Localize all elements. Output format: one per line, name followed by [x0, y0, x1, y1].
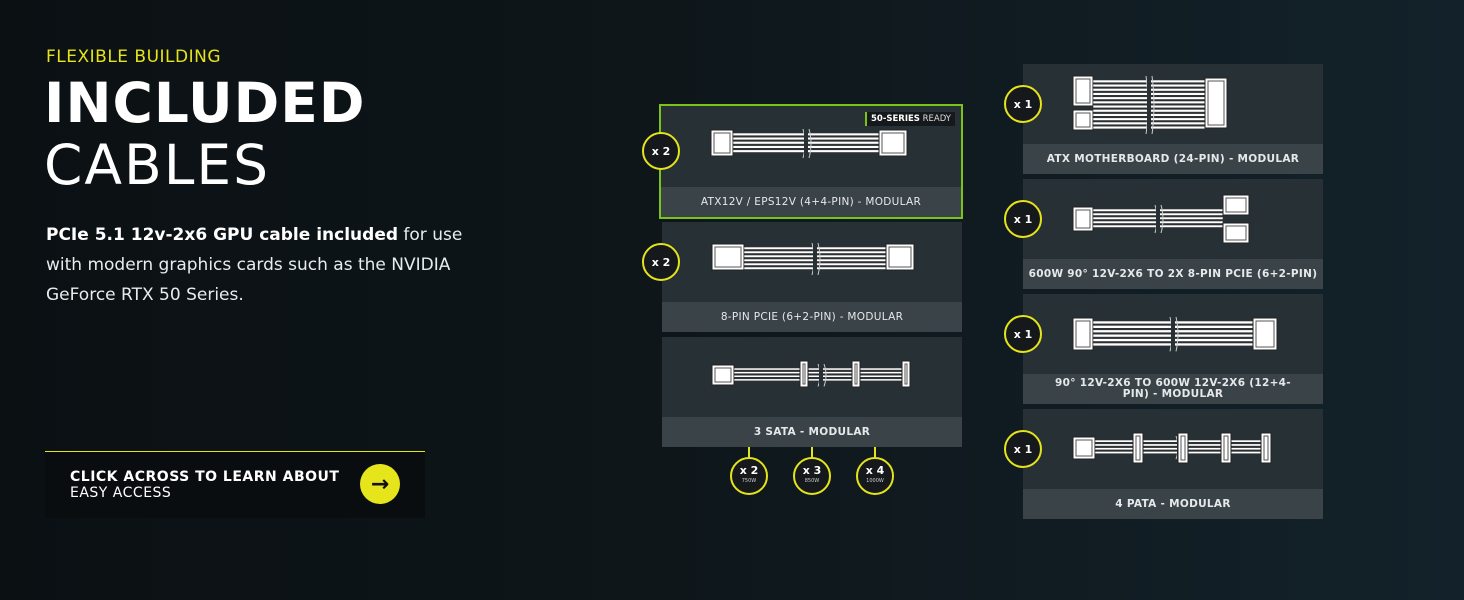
description-bold: PCIe 5.1 12v-2x6 GPU cable included	[46, 225, 399, 245]
cable-card-12v2x6-to-pcie: 600W 90° 12V-2X6 TO 2X 8-PIN PCIE (6+2-P…	[1023, 179, 1323, 289]
cable-card-pata: 4 PATA - MODULAR	[1023, 409, 1323, 519]
arrow-right-button[interactable]: →	[360, 464, 400, 504]
cable-image	[662, 337, 962, 417]
cable-image	[1023, 179, 1323, 259]
qty-badge: x 2	[642, 132, 680, 170]
series-ready-badge: 50-SERIES READY	[865, 112, 955, 126]
qty-badge: x 2	[642, 243, 680, 281]
cable-card-atx24: ATX MOTHERBOARD (24-PIN) - MODULAR	[1023, 64, 1323, 174]
learn-more-cta[interactable]: CLICK ACROSS TO LEARN ABOUT EASY ACCESS …	[45, 451, 425, 518]
cable-image	[661, 106, 961, 186]
cable-image	[1023, 294, 1323, 374]
cable-label: 4 PATA - MODULAR	[1023, 489, 1323, 519]
cable-card-pcie: 8-PIN PCIE (6+2-PIN) - MODULAR	[662, 222, 962, 332]
cable-label: ATX12V / EPS12V (4+4-PIN) - MODULAR	[661, 187, 961, 217]
cable-label: 600W 90° 12V-2X6 TO 2X 8-PIN PCIE (6+2-P…	[1023, 259, 1323, 289]
qty-badge: x 1	[1004, 200, 1042, 238]
cable-label: ATX MOTHERBOARD (24-PIN) - MODULAR	[1023, 144, 1323, 174]
cable-image	[1023, 409, 1323, 489]
eyebrow: FLEXIBLE BUILDING	[46, 47, 222, 67]
qty-badge: x 1	[1004, 315, 1042, 353]
cable-image	[1023, 64, 1323, 144]
cable-label: 3 SATA - MODULAR	[662, 417, 962, 447]
cable-card-12v2x6: 90° 12V-2X6 TO 600W 12V-2X6 (12+4-PIN) -…	[1023, 294, 1323, 404]
cable-label: 8-PIN PCIE (6+2-PIN) - MODULAR	[662, 302, 962, 332]
cable-card-sata: 3 SATA - MODULAR	[662, 337, 962, 447]
cable-card-atx12v: 50-SERIES READY ATX12V / EPS12V (4+4-PIN…	[659, 104, 963, 219]
description: PCIe 5.1 12v-2x6 GPU cable included for …	[46, 220, 466, 310]
cta-line2: EASY ACCESS	[70, 485, 172, 501]
cable-label: 90° 12V-2X6 TO 600W 12V-2X6 (12+4-PIN) -…	[1023, 374, 1323, 404]
cta-line1: CLICK ACROSS TO LEARN ABOUT	[70, 469, 340, 485]
cable-image	[662, 222, 962, 302]
qty-badge: x 1	[1004, 430, 1042, 468]
title-light: CABLES	[44, 133, 271, 197]
description-rest: for use with modern graphics cards such …	[46, 225, 463, 305]
title-bold: INCLUDED	[44, 71, 366, 135]
qty-badge: x 1	[1004, 85, 1042, 123]
